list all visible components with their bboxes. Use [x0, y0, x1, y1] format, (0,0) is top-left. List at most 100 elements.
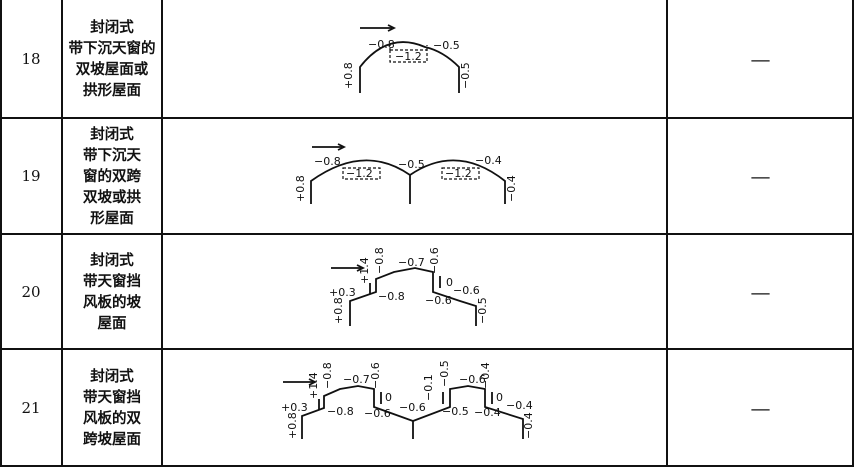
- sunken-window-box: [389, 49, 428, 63]
- roof-outline: [301, 385, 524, 439]
- name-line: 带天窗挡: [83, 389, 141, 406]
- coefficient-label: −0.5: [459, 62, 472, 89]
- name-line: 封闭式: [90, 368, 134, 385]
- name-line: 跨坡屋面: [83, 431, 141, 448]
- row-divider: [0, 233, 854, 235]
- note-cell: —: [750, 47, 771, 71]
- coefficient-label: −0.8: [321, 362, 334, 389]
- coefficient-label: −1.2: [445, 167, 472, 180]
- name-line: 封闭式: [90, 125, 134, 143]
- coefficient-label: −0.4: [479, 362, 492, 389]
- name-line: 风板的双: [83, 410, 141, 427]
- note-cell: —: [750, 164, 771, 188]
- row-number: 21: [21, 399, 41, 417]
- coefficient-label: −0.6: [425, 294, 452, 307]
- name-line: 形屋面: [90, 209, 134, 227]
- row-number: 19: [21, 167, 41, 185]
- roof-diagram-21: +0.8 +0.3 +1.4 −0.8 −0.8 −0.7 −0.6 0 −0.…: [281, 360, 535, 439]
- wind-arrow-head: [356, 264, 366, 272]
- sunken-window-box-right: [441, 167, 480, 180]
- roof-outline: [359, 41, 460, 93]
- coefficient-label: −0.8: [314, 155, 341, 168]
- note-cell: —: [750, 396, 771, 420]
- coefficient-label: −0.4: [506, 399, 533, 412]
- coefficient-label: −0.6: [369, 362, 382, 389]
- coefficient-label: −0.7: [343, 373, 370, 386]
- coefficient-label: −0.5: [433, 39, 460, 52]
- coefficient-label: +0.8: [286, 412, 299, 439]
- name-line: 带下沉天窗的: [68, 40, 156, 57]
- coefficient-label: −0.8: [373, 247, 386, 274]
- coefficient-label: −1.2: [395, 50, 422, 63]
- diagram-cell: +0.8 −0.8 −1.2 −0.5 −1.2 −0.4 −0.4: [162, 118, 667, 234]
- coefficient-label: +1.4: [307, 372, 320, 399]
- roof-type-name: 封闭式 带天窗挡 风板的坡 屋面: [83, 250, 141, 334]
- coefficient-label: −0.5: [442, 405, 469, 418]
- coefficient-label: +0.8: [342, 62, 355, 89]
- coefficient-label: −0.4: [522, 412, 535, 439]
- coefficient-label: −0.6: [459, 373, 486, 386]
- wind-arrow-head: [308, 378, 318, 386]
- wind-shield-plates: [318, 392, 493, 410]
- coefficient-label: 0: [385, 391, 392, 404]
- name-line: 封闭式: [90, 19, 134, 36]
- name-line: 屋面: [97, 314, 127, 332]
- name-line: 双坡屋面或: [75, 61, 149, 78]
- row-number: 20: [21, 282, 41, 301]
- roof-type-cell: 封闭式 带天窗挡 风板的双 跨坡屋面: [62, 349, 162, 467]
- name-line: 双坡或拱: [83, 188, 141, 206]
- row-divider: [0, 117, 854, 119]
- wind-arrow-head: [337, 143, 347, 151]
- diagram-cell: +0.8 +0.3 +1.4 −0.8 −0.8 −0.7 −0.6 0 −0.…: [162, 234, 667, 349]
- coefficient-label: −0.4: [474, 406, 501, 419]
- sunken-window-box-left: [342, 167, 381, 180]
- roof-outline: [310, 159, 506, 204]
- diagram-cell: +0.8 −0.8 −1.2 −0.5 −0.5: [162, 0, 667, 118]
- coefficient-label: 0: [496, 391, 503, 404]
- roof-type-cell: 封闭式 带下沉天 窗的双跨 双坡或拱 形屋面: [62, 118, 162, 234]
- sunken-window-guides: [389, 45, 428, 50]
- coefficient-label: +0.3: [329, 286, 356, 299]
- roof-outline: [349, 267, 477, 326]
- wind-arrow-head: [387, 24, 397, 32]
- coefficient-label: +1.4: [358, 257, 371, 284]
- coefficient-label: −0.5: [476, 297, 489, 324]
- coefficient-label: −0.1: [422, 374, 435, 401]
- table-row: 19 封闭式 带下沉天 窗的双跨 双坡或拱 形屋面 +0.8 −0.8: [0, 118, 854, 234]
- wind-shield-plates: [369, 276, 441, 294]
- coefficient-label: −0.6: [428, 247, 441, 274]
- name-line: 窗的双跨: [83, 167, 141, 185]
- name-line: 风板的坡: [83, 293, 141, 311]
- coefficient-label: −0.8: [378, 290, 405, 303]
- note-cell: —: [750, 279, 771, 304]
- coefficient-label: −1.2: [346, 167, 373, 180]
- name-line: 拱形屋面: [83, 82, 141, 99]
- coefficient-label: +0.8: [332, 297, 345, 324]
- coefficient-label: −0.6: [399, 401, 426, 414]
- coefficient-label: −0.8: [327, 405, 354, 418]
- table-row: 20 封闭式 带天窗挡 风板的坡 屋面 +0.8 +0.3 +1.4 −0.: [0, 234, 854, 349]
- coefficient-label: −0.5: [398, 158, 425, 171]
- roof-type-name: 封闭式 带天窗挡 风板的双 跨坡屋面: [83, 366, 141, 450]
- table-border-bottom: [0, 465, 854, 467]
- coefficient-label: +0.3: [281, 401, 308, 414]
- coefficient-label: −0.7: [398, 256, 425, 269]
- coefficient-label: +0.8: [294, 175, 307, 202]
- roof-diagram-20: +0.8 +0.3 +1.4 −0.8 −0.8 −0.7 −0.6 0 −0.…: [329, 247, 489, 326]
- coefficient-label: −0.5: [438, 360, 451, 387]
- coefficient-label: −0.8: [368, 38, 395, 51]
- row-divider: [0, 348, 854, 350]
- roof-type-name: 封闭式 带下沉天窗的 双坡屋面或 拱形屋面: [69, 17, 156, 101]
- roof-type-name: 封闭式 带下沉天 窗的双跨 双坡或拱 形屋面: [83, 124, 141, 229]
- roof-type-cell: 封闭式 带下沉天窗的 双坡屋面或 拱形屋面: [62, 0, 162, 118]
- coefficient-label: −0.6: [364, 407, 391, 420]
- diagram-cell: +0.8 +0.3 +1.4 −0.8 −0.8 −0.7 −0.6 0 −0.…: [162, 349, 667, 467]
- table-row: 18 封闭式 带下沉天窗的 双坡屋面或 拱形屋面 +0.8 −0.8: [0, 0, 854, 118]
- name-line: 带天窗挡: [83, 272, 141, 290]
- roof-diagram-18: +0.8 −0.8 −1.2 −0.5 −0.5: [342, 24, 472, 93]
- coefficient-label: −0.4: [475, 154, 502, 167]
- name-line: 带下沉天: [83, 146, 141, 164]
- coefficient-label: −0.4: [505, 175, 518, 202]
- roof-type-cell: 封闭式 带天窗挡 风板的坡 屋面: [62, 234, 162, 349]
